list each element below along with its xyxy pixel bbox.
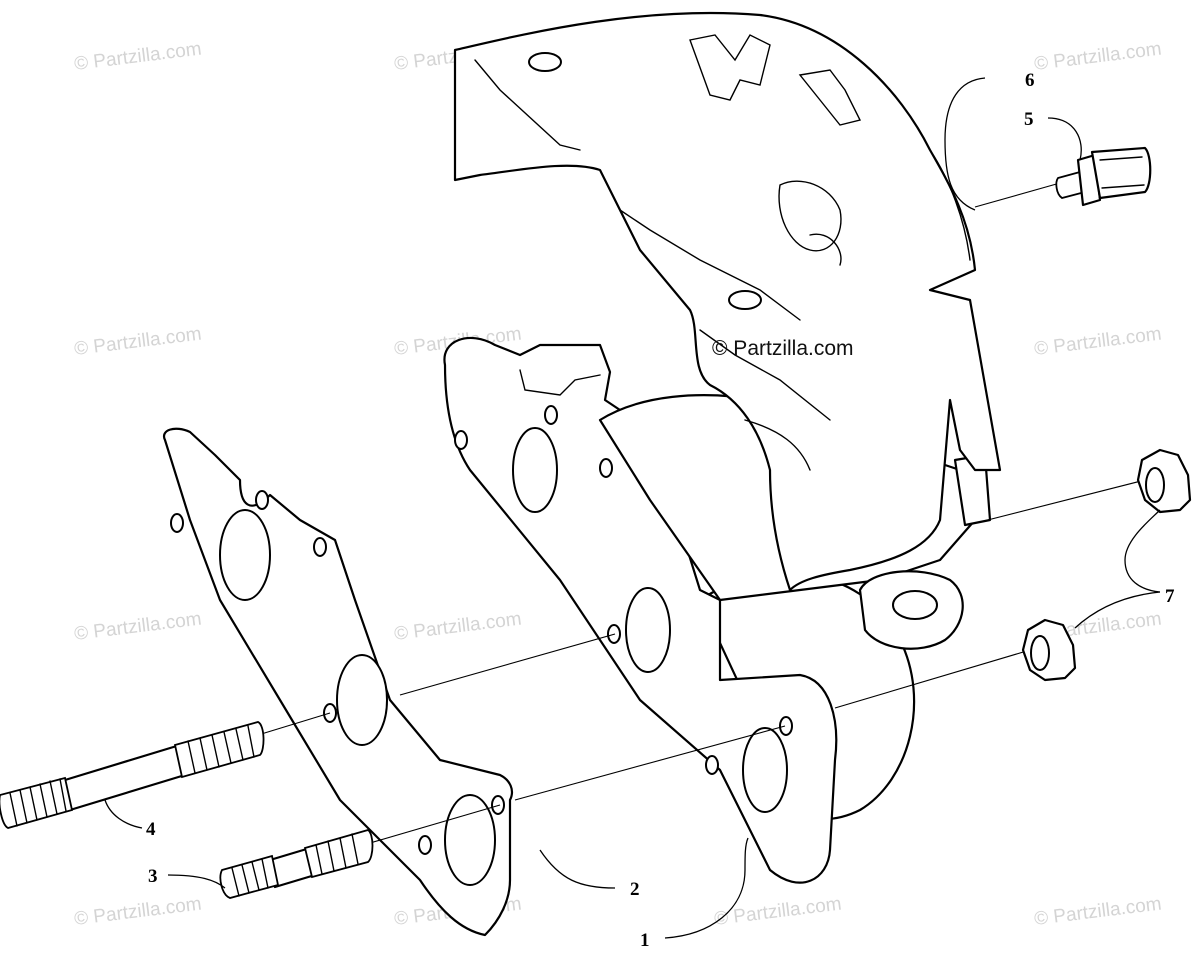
part-4-long-stud bbox=[0, 721, 265, 829]
callout-leaders bbox=[104, 77, 1161, 939]
gasket-bolt-hole bbox=[313, 537, 327, 557]
watermark: © Partzilla.com bbox=[73, 609, 203, 645]
manifold-port bbox=[625, 587, 671, 673]
bolt-hole bbox=[599, 458, 613, 478]
callout-2: 2 bbox=[630, 879, 640, 900]
manifold-port bbox=[512, 427, 558, 513]
watermark: © Partzilla.com bbox=[1033, 39, 1163, 75]
watermark: © Partzilla.com bbox=[1033, 324, 1163, 360]
bolt-hole bbox=[779, 716, 793, 736]
manifold-port bbox=[742, 727, 788, 813]
part-7-nuts bbox=[1021, 448, 1192, 682]
gasket-bolt-hole bbox=[418, 835, 432, 855]
watermark: © Partzilla.com bbox=[713, 894, 843, 930]
shield-mount-hole bbox=[528, 52, 562, 72]
callout-4: 4 bbox=[146, 819, 156, 840]
nut-hole bbox=[1145, 467, 1165, 503]
gasket-bolt-hole bbox=[491, 795, 505, 815]
callout-3: 3 bbox=[148, 866, 158, 887]
part-6-heat-shield bbox=[453, 11, 1002, 592]
part-3-short-stud bbox=[219, 829, 374, 899]
stud-boss-hole bbox=[892, 590, 938, 620]
gasket-port bbox=[219, 509, 271, 601]
shield-mount-hole bbox=[728, 290, 762, 310]
watermark: © Partzilla.com bbox=[73, 324, 203, 360]
assembly-axis-lines bbox=[257, 182, 1146, 844]
callout-labels: 1 2 3 4 5 6 7 bbox=[146, 70, 1175, 951]
center-watermark: © Partzilla.com bbox=[712, 337, 854, 360]
gasket-port bbox=[336, 654, 388, 746]
watermark: © Partzilla.com bbox=[73, 39, 203, 75]
callout-5: 5 bbox=[1024, 109, 1034, 130]
nut-hole bbox=[1030, 635, 1050, 671]
part-2-gasket bbox=[162, 427, 514, 937]
watermark: © Partzilla.com bbox=[1033, 894, 1163, 930]
gasket-bolt-hole bbox=[170, 513, 184, 533]
watermark: © Partzilla.com bbox=[393, 609, 523, 645]
callout-1: 1 bbox=[640, 930, 650, 951]
bolt-hole bbox=[454, 430, 468, 450]
gasket-bolt-hole bbox=[255, 490, 269, 510]
part-5-bolt bbox=[1055, 146, 1152, 207]
bolt-hole bbox=[705, 755, 719, 775]
callout-7: 7 bbox=[1165, 586, 1175, 607]
watermark: © Partzilla.com bbox=[73, 894, 203, 930]
callout-6: 6 bbox=[1025, 70, 1035, 91]
bolt-hole bbox=[544, 405, 558, 425]
